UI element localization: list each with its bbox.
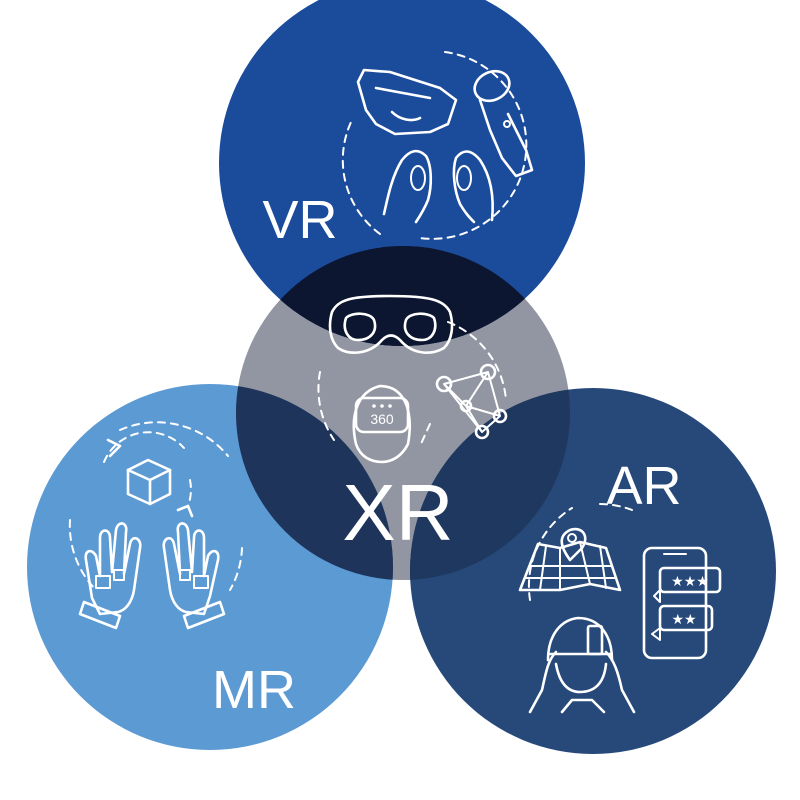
hand-controller-icon (382, 149, 494, 224)
network-graph-icon (435, 363, 508, 440)
mr-label: MR (212, 660, 296, 720)
haptic-gloves-icon (78, 522, 226, 630)
vr-icon-group (341, 51, 534, 240)
mr-xr-overlap (236, 384, 393, 580)
svg-text:★★★: ★★★ (671, 573, 709, 589)
smartphone-reviews-icon: ★★★ ★★ (642, 546, 722, 660)
vr-goggles-icon (328, 294, 454, 354)
xr-icon-group: 360 (317, 294, 508, 464)
vr-label: VR (262, 190, 337, 250)
ar-phone-user-icon (528, 616, 636, 714)
ar-label: AR (606, 456, 681, 516)
xr-circle (236, 246, 570, 580)
rotating-cube-icon (103, 431, 194, 518)
vr-controller-icon (473, 69, 534, 178)
ar-xr-overlap (410, 388, 570, 580)
mr-icon-group (68, 421, 243, 630)
vr-360-user-icon: 360 (352, 384, 411, 464)
headset-360-label: 360 (370, 411, 394, 427)
xr-label: XR (342, 468, 453, 557)
ar-icon-group: ★★★ ★★ (518, 503, 722, 714)
vr-circle (219, 0, 585, 346)
vr-headset-icon (356, 68, 458, 136)
svg-text:★★: ★★ (671, 611, 696, 627)
map-pin-icon (518, 527, 622, 592)
